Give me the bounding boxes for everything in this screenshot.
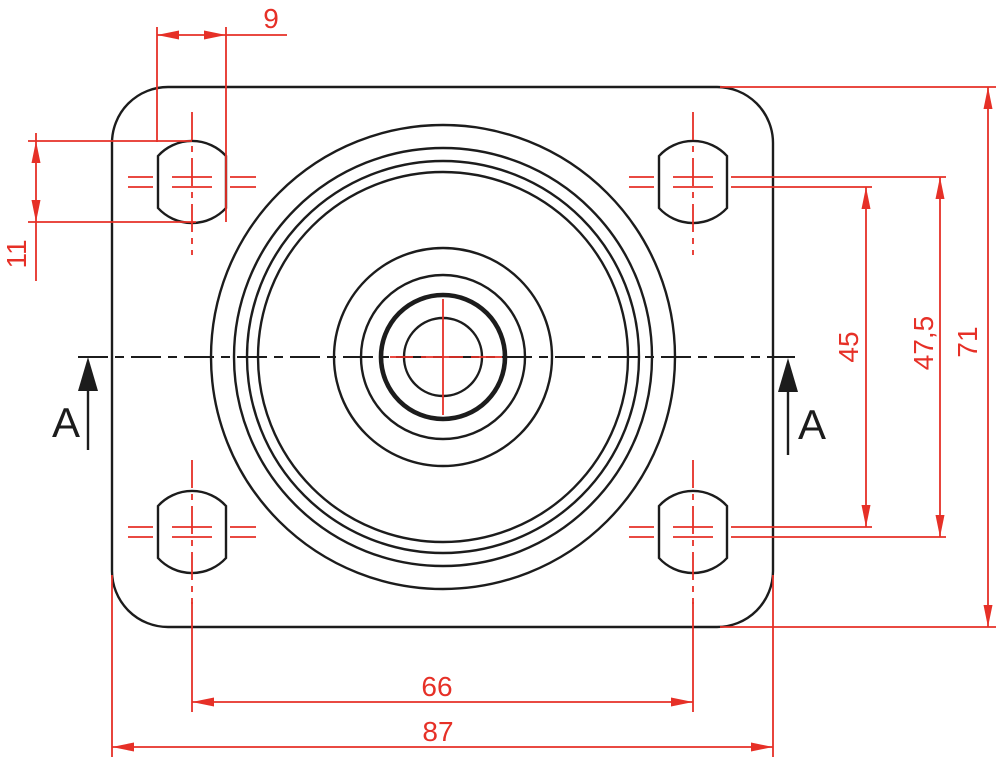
- section-arrow-left: A: [52, 357, 98, 450]
- dimension-plate-height: 71: [720, 86, 996, 628]
- slot-bottom-right: [657, 489, 729, 575]
- dimension-plate-width: 87: [111, 575, 774, 757]
- dimension-slot-height: 11: [1, 133, 196, 281]
- dim-label-9: 9: [263, 3, 279, 34]
- slot-top-right: [657, 139, 729, 225]
- section-arrow-right: A: [778, 358, 826, 455]
- slot-vertical-centerlines: [191, 112, 694, 604]
- dimension-hole-spacing-45: 45: [833, 187, 871, 527]
- slot-hole-centerlines: [128, 176, 946, 538]
- section-arrowhead-right: [778, 358, 798, 392]
- section-label-left: A: [52, 399, 80, 446]
- dimension-slot-width: 9: [156, 3, 287, 222]
- slot-bottom-left: [156, 489, 228, 575]
- dimension-hole-spacing-47-5: 47,5: [908, 177, 945, 537]
- dim-label-87: 87: [422, 716, 453, 747]
- dim-label-11: 11: [1, 239, 32, 268]
- section-label-right: A: [798, 401, 826, 448]
- dimension-hole-spacing-66: 66: [191, 602, 694, 712]
- section-arrowhead-left: [78, 357, 98, 391]
- dim-label-71: 71: [952, 326, 983, 357]
- dim-label-47-5: 47,5: [908, 316, 939, 371]
- dim-label-45: 45: [833, 331, 864, 362]
- center-crosshair: [390, 299, 502, 415]
- dim-label-66: 66: [421, 671, 452, 702]
